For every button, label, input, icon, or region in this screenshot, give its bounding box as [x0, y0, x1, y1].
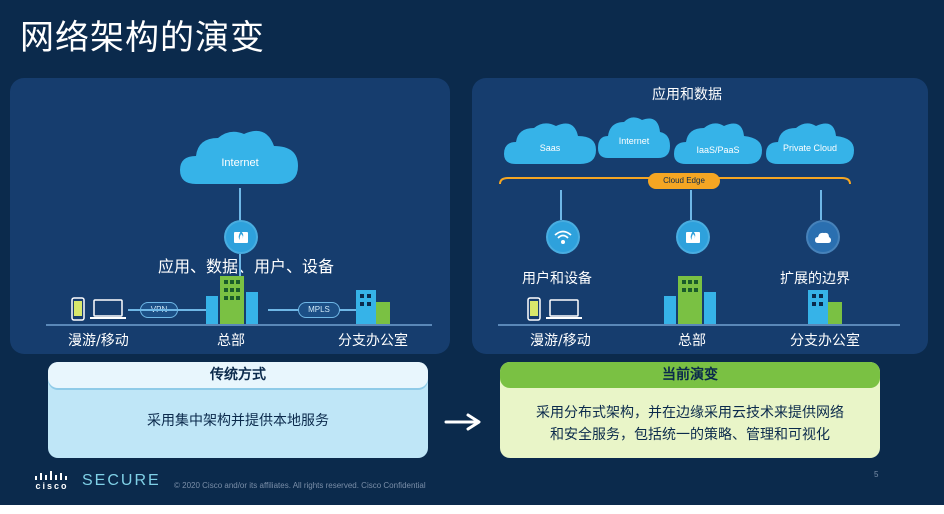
cisco-brand: cisco — [35, 481, 69, 491]
branch-building-icon — [808, 290, 842, 324]
cloud-icon — [598, 117, 670, 158]
connector-line — [690, 190, 692, 220]
slide-title: 网络架构的演变 — [20, 18, 265, 58]
node-label-roaming-right: 漫游/移动 — [530, 333, 591, 349]
current-body-line-2: 和安全服务，包括统一的策略、管理和可视化 — [550, 427, 830, 443]
iaas-cloud-label: IaaS/PaaS — [696, 145, 740, 155]
cisco-secure-logo: cisco SECURE — [34, 471, 161, 491]
cloud-edge-pill: Cloud Edge — [648, 173, 720, 189]
private-cloud-label: Private Cloud — [782, 143, 838, 153]
arrow-right-icon — [444, 413, 481, 431]
evolved-architecture-panel: 应用和数据 Saas Internet IaaS/PaaS Private Cl… — [472, 78, 928, 354]
traditional-body: 采用集中架构并提供本地服务 — [147, 413, 329, 429]
cloud-icon — [815, 232, 831, 243]
users-devices-label: 用户和设备 — [522, 271, 592, 287]
mobile-laptop-icon — [71, 297, 126, 321]
cisco-bridge-icon — [35, 471, 67, 480]
internet-cloud-label: Internet — [221, 157, 259, 169]
saas-cloud-label: Saas — [539, 143, 561, 153]
connector-line — [239, 188, 241, 222]
wifi-badge — [546, 220, 580, 254]
connector-line — [560, 190, 562, 220]
current-box: 当前演变 采用分布式架构，并在边缘采用云技术来提供网络 和安全服务，包括统一的策… — [500, 362, 880, 458]
copyright-text: © 2020 Cisco and/or its affiliates. All … — [174, 481, 426, 490]
saas-cloud: Saas — [502, 118, 598, 166]
cloud-icon — [766, 123, 854, 164]
services-label: 应用、数据、用户、设备 — [158, 257, 335, 276]
traditional-head: 传统方式 — [48, 362, 428, 388]
internet-right-label: Internet — [618, 136, 650, 146]
secure-product: SECURE — [82, 472, 161, 489]
private-cloud: Private Cloud — [764, 118, 856, 166]
connector-line — [820, 190, 822, 220]
apps-data-heading: 应用和数据 — [652, 87, 722, 103]
ground-line — [498, 324, 900, 326]
node-label-branch-right: 分支办公室 — [790, 333, 860, 349]
firewall-icon — [234, 231, 248, 243]
hq-building-icon — [206, 276, 258, 324]
traditional-architecture-panel: Internet 应用、数据、用户、设备 VPN MPLS — [10, 78, 450, 354]
traditional-box: 传统方式 采用集中架构并提供本地服务 — [48, 362, 428, 458]
current-head: 当前演变 — [500, 362, 880, 388]
hq-building-icon — [664, 276, 716, 324]
ground-line — [46, 324, 432, 326]
mobile-laptop-icon — [527, 297, 582, 321]
firewall-badge-right — [676, 220, 710, 254]
cloud-security-badge — [806, 220, 840, 254]
cloud-icon — [504, 123, 596, 164]
mpls-tunnel: MPLS — [298, 302, 340, 318]
firewall-icon — [686, 231, 700, 243]
firewall-badge — [224, 220, 258, 254]
connector-line — [239, 254, 241, 276]
cloud-icon — [180, 130, 298, 184]
node-label-roaming: 漫游/移动 — [68, 333, 129, 349]
internet-cloud: Internet — [178, 124, 302, 188]
extended-edge-label: 扩展的边界 — [780, 271, 850, 287]
current-body-line-1: 采用分布式架构，并在边缘采用云技术来提供网络 — [536, 405, 844, 421]
node-label-hq: 总部 — [217, 333, 245, 349]
node-label-branch: 分支办公室 — [338, 333, 408, 349]
cloud-icon — [674, 123, 762, 164]
vpn-line — [128, 309, 208, 311]
node-label-hq-right: 总部 — [678, 333, 706, 349]
branch-building-icon — [356, 290, 390, 324]
internet-cloud-right: Internet — [596, 112, 672, 160]
page-number: 5 — [874, 470, 879, 479]
iaas-cloud: IaaS/PaaS — [672, 118, 764, 166]
wifi-icon — [554, 230, 572, 244]
